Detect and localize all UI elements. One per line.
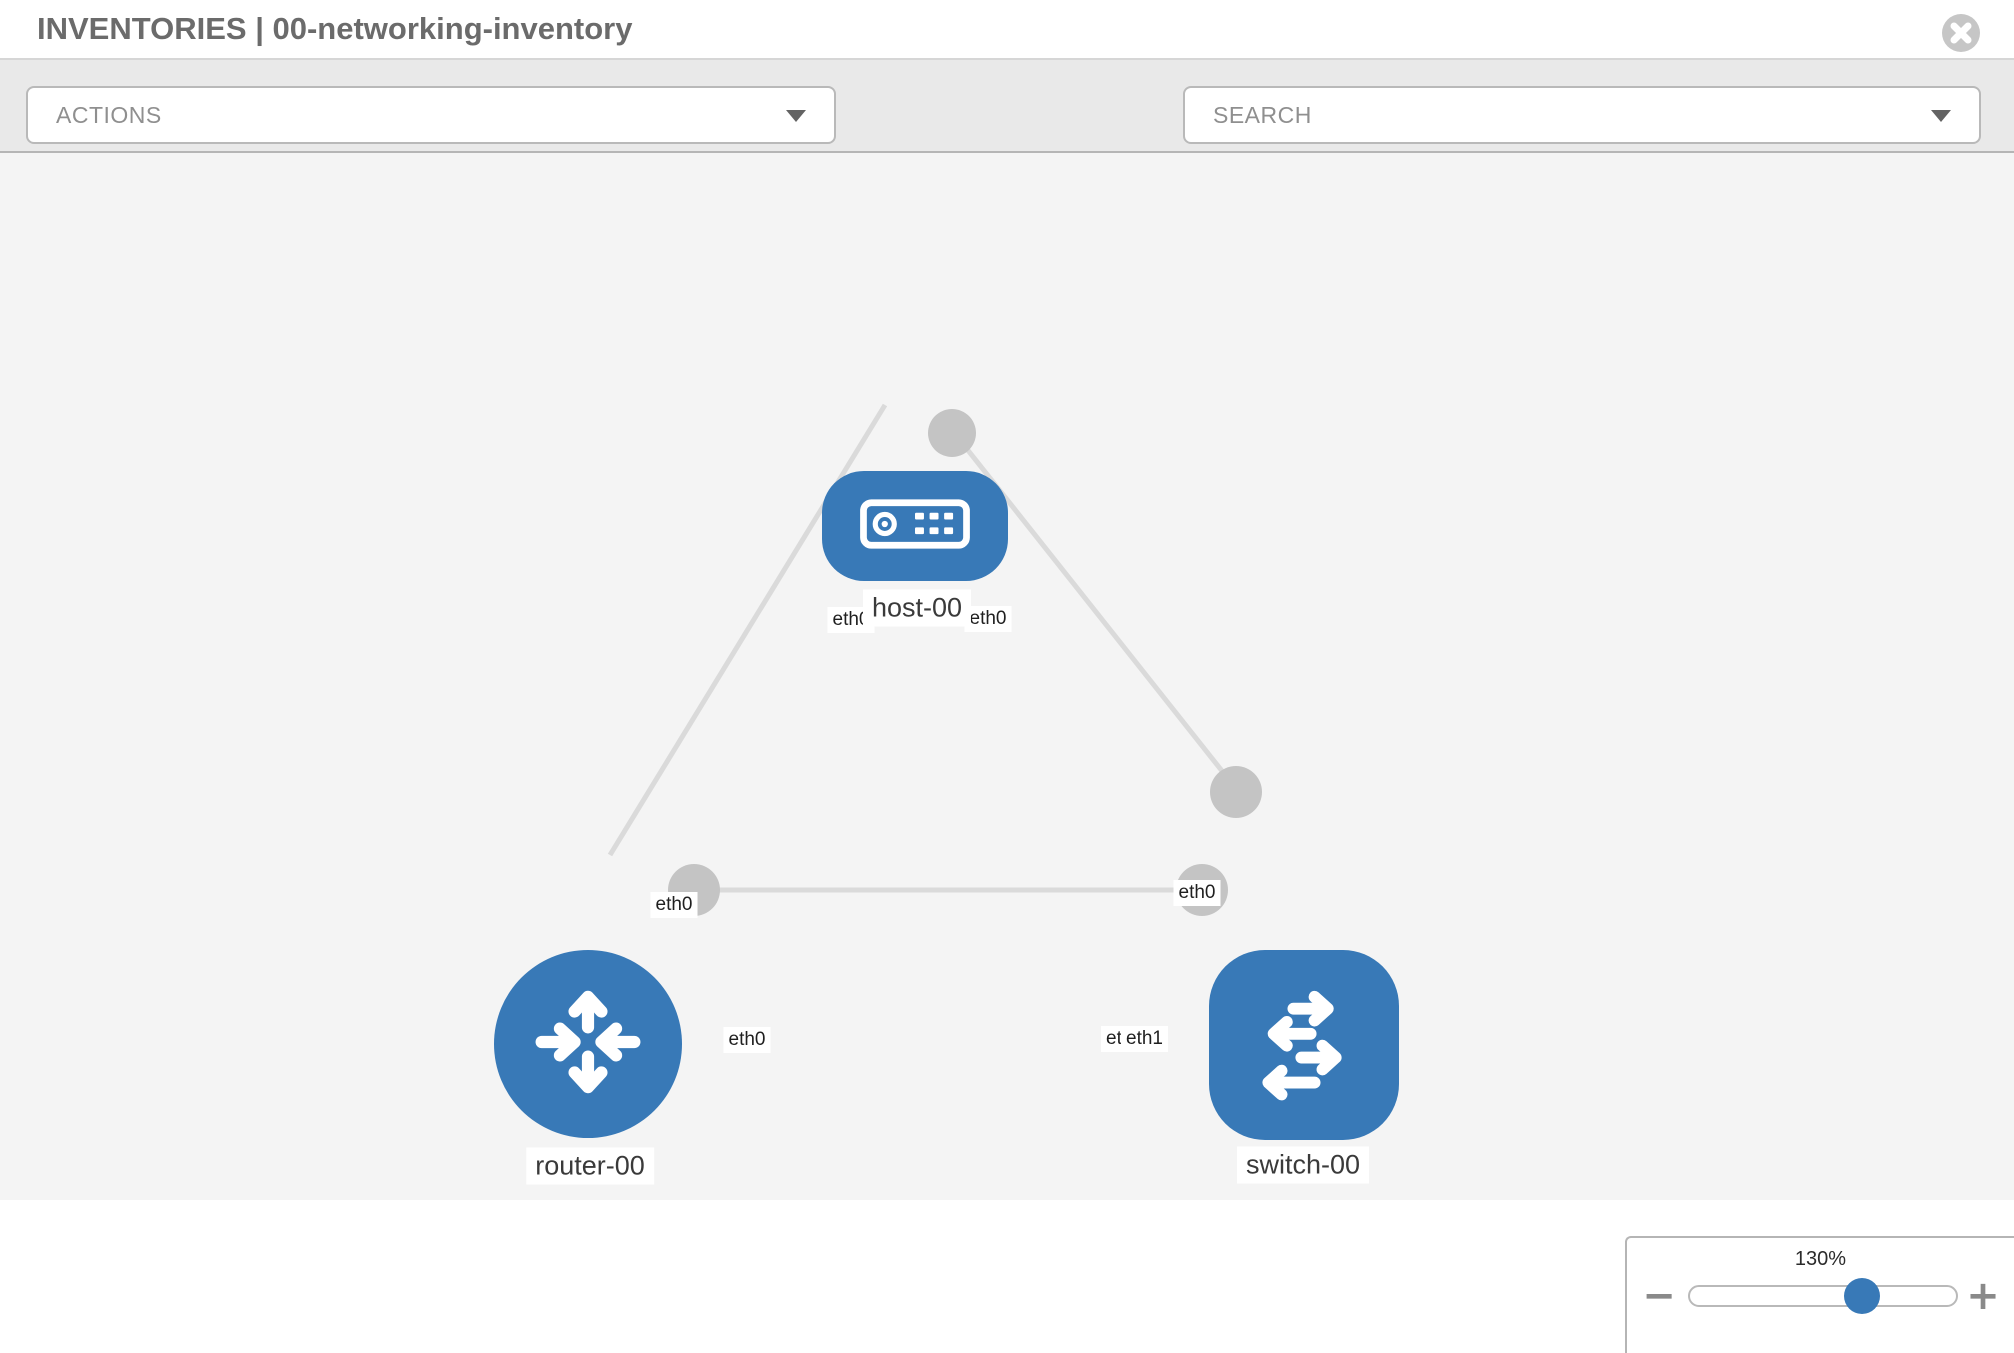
interface-label: eth0 [964,606,1012,632]
node-host-00[interactable] [822,471,1008,581]
search-dropdown-label: SEARCH [1213,102,1312,128]
node-label-switch-00: switch-00 [1236,1146,1370,1184]
zoom-panel: 130% − + [1625,1236,2014,1353]
zoom-in-button[interactable]: + [1963,1274,2003,1318]
host-icon [859,498,971,555]
interface-label: eth1 [1121,1026,1168,1052]
topology-canvas[interactable]: eth0 eth0 eth0 eth0 eth0 eth0 eth1 host-… [0,153,2014,1353]
zoom-slider-handle[interactable] [1844,1278,1880,1314]
interface-label: eth0 [650,892,698,918]
search-dropdown[interactable]: SEARCH [1183,86,1981,144]
router-icon [527,981,649,1108]
node-label-router-00: router-00 [526,1147,654,1185]
window-header: INVENTORIES | 00-networking-inventory [0,0,2014,60]
zoom-out-button[interactable]: − [1639,1274,1679,1318]
x-circle-icon [1942,14,1980,55]
interface-label: eth0 [723,1027,771,1053]
node-label-host-00: host-00 [862,589,972,627]
close-button[interactable] [1942,14,1980,52]
zoom-slider-track[interactable] [1688,1285,1958,1307]
interface-port-host-eth0[interactable] [928,409,976,457]
switch-icon [1238,977,1370,1114]
interface-label: eth0 [1173,880,1221,906]
caret-down-icon [1931,110,1951,122]
interface-port-switch-eth0[interactable] [1210,766,1262,818]
node-router-00[interactable] [494,950,682,1138]
zoom-level-value: 130% [1794,1248,1847,1270]
caret-down-icon [786,110,806,122]
actions-dropdown-label: ACTIONS [56,102,162,128]
actions-dropdown[interactable]: ACTIONS [26,86,836,144]
page-title: INVENTORIES | 00-networking-inventory [37,11,633,46]
node-switch-00[interactable] [1209,950,1399,1140]
topology-links-layer [607,403,1262,916]
toolbar: ACTIONS SEARCH [0,60,2014,192]
